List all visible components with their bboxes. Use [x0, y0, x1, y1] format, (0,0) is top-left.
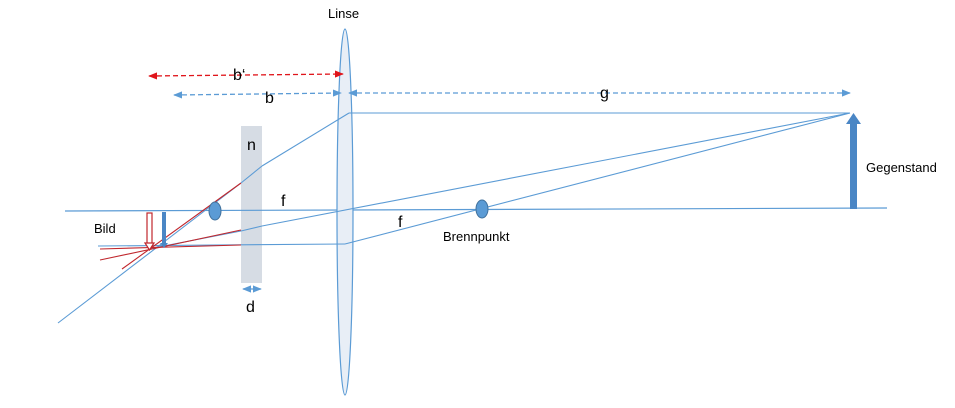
- shifted-rays: [99, 182, 242, 270]
- ray-in-plate: [240, 165, 263, 184]
- ray-through-center: [261, 112, 851, 227]
- label-lens: Linse: [328, 6, 359, 21]
- label-f-left: f: [281, 193, 286, 210]
- red-ray-2: [99, 229, 242, 261]
- label-object: Gegenstand: [866, 160, 937, 175]
- label-image: Bild: [94, 221, 116, 236]
- object-arrow-head: [846, 113, 861, 124]
- ray-center-in-plate: [240, 225, 263, 232]
- object-arrow-shaft: [850, 122, 857, 209]
- image-arrow-shifted: [146, 212, 153, 245]
- label-b: b: [265, 90, 274, 107]
- ray-through-focus: [344, 112, 851, 245]
- red-ray-3: [99, 244, 242, 250]
- light-rays: [57, 112, 851, 324]
- label-focal-point: Brennpunkt: [443, 229, 510, 244]
- focal-point-left: [208, 201, 222, 221]
- image-arrow-head: [160, 243, 168, 248]
- label-b-prime: b‘: [233, 67, 245, 84]
- image-arrow-shifted-head: [143, 242, 156, 252]
- dimension-b-prime: [148, 70, 344, 80]
- red-ray-1: [121, 182, 242, 270]
- label-f-right: f: [398, 214, 403, 231]
- label-d: d: [246, 299, 255, 316]
- glass-plate: [241, 126, 262, 283]
- focal-point-right: [475, 199, 489, 219]
- ray-parallel-image: [97, 243, 346, 247]
- image-arrow: [162, 212, 166, 243]
- ray-refracted-top: [261, 112, 350, 167]
- label-g: g: [600, 85, 609, 102]
- dimension-b: [173, 89, 342, 99]
- lens: [336, 28, 354, 396]
- label-n: n: [247, 137, 256, 154]
